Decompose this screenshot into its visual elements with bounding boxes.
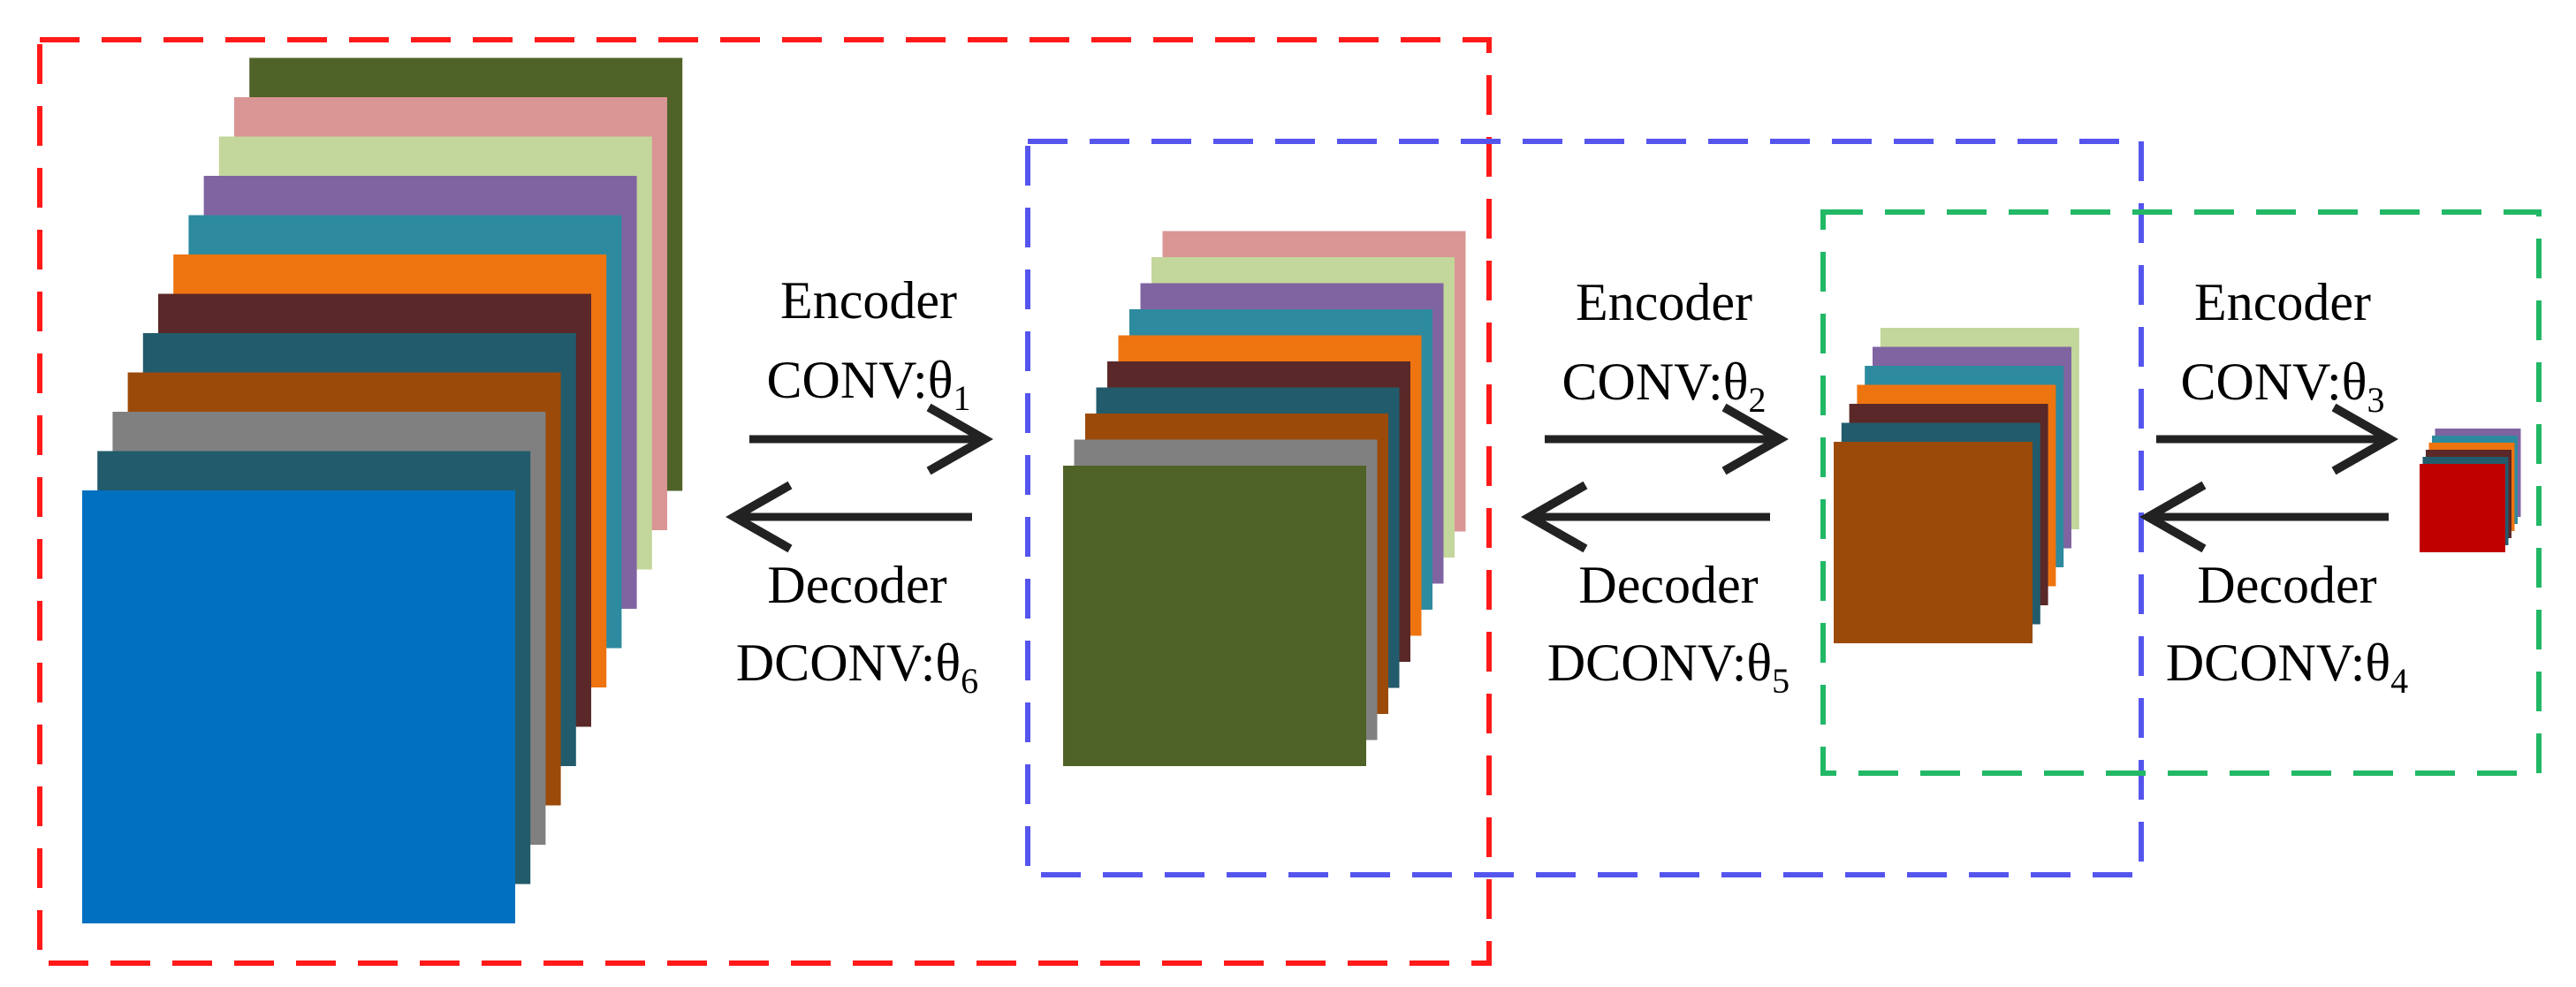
encoder-title: Encoder	[780, 271, 957, 330]
stage-1-encoder-label: Encoder CONV:θ1	[767, 271, 971, 418]
feature-map-front-layer	[82, 490, 515, 923]
encoder-operation: CONV:θ1	[767, 351, 971, 418]
encoder-title: Encoder	[2194, 273, 2371, 331]
tiny-feature-stack	[2420, 429, 2521, 552]
red-dashed-box	[37, 37, 1492, 966]
medium-feature-stack	[1063, 231, 1466, 766]
feature-map-front-layer	[2420, 464, 2505, 552]
decoder-operation: DCONV:θ5	[1547, 634, 1790, 701]
feature-map-front-layer	[1063, 466, 1366, 766]
stage-3-encoder-label: Encoder CONV:θ3	[2181, 273, 2385, 420]
feature-map-front-layer	[1834, 442, 2033, 643]
blue-dashed-box	[1025, 139, 2144, 877]
stage-2-decoder-label: Decoder DCONV:θ5	[1547, 556, 1790, 701]
encoder-operation: CONV:θ2	[1562, 353, 1767, 420]
encoder-title: Encoder	[1576, 273, 1752, 331]
stage-2-encoder-label: Encoder CONV:θ2	[1562, 273, 1767, 420]
encoder-operation: CONV:θ3	[2181, 353, 2385, 420]
decoder-title: Decoder	[2197, 556, 2376, 614]
decoder-title: Decoder	[1578, 556, 1758, 614]
large-feature-stack	[82, 57, 683, 923]
stage-1-decoder-label: Decoder DCONV:θ6	[736, 556, 978, 701]
stage-3-decoder-label: Decoder DCONV:θ4	[2166, 556, 2408, 701]
decoder-operation: DCONV:θ6	[736, 634, 978, 701]
decoder-title: Decoder	[767, 556, 946, 614]
green-dashed-box	[1820, 209, 2542, 776]
decoder-operation: DCONV:θ4	[2166, 634, 2408, 701]
small-feature-stack	[1834, 328, 2079, 643]
